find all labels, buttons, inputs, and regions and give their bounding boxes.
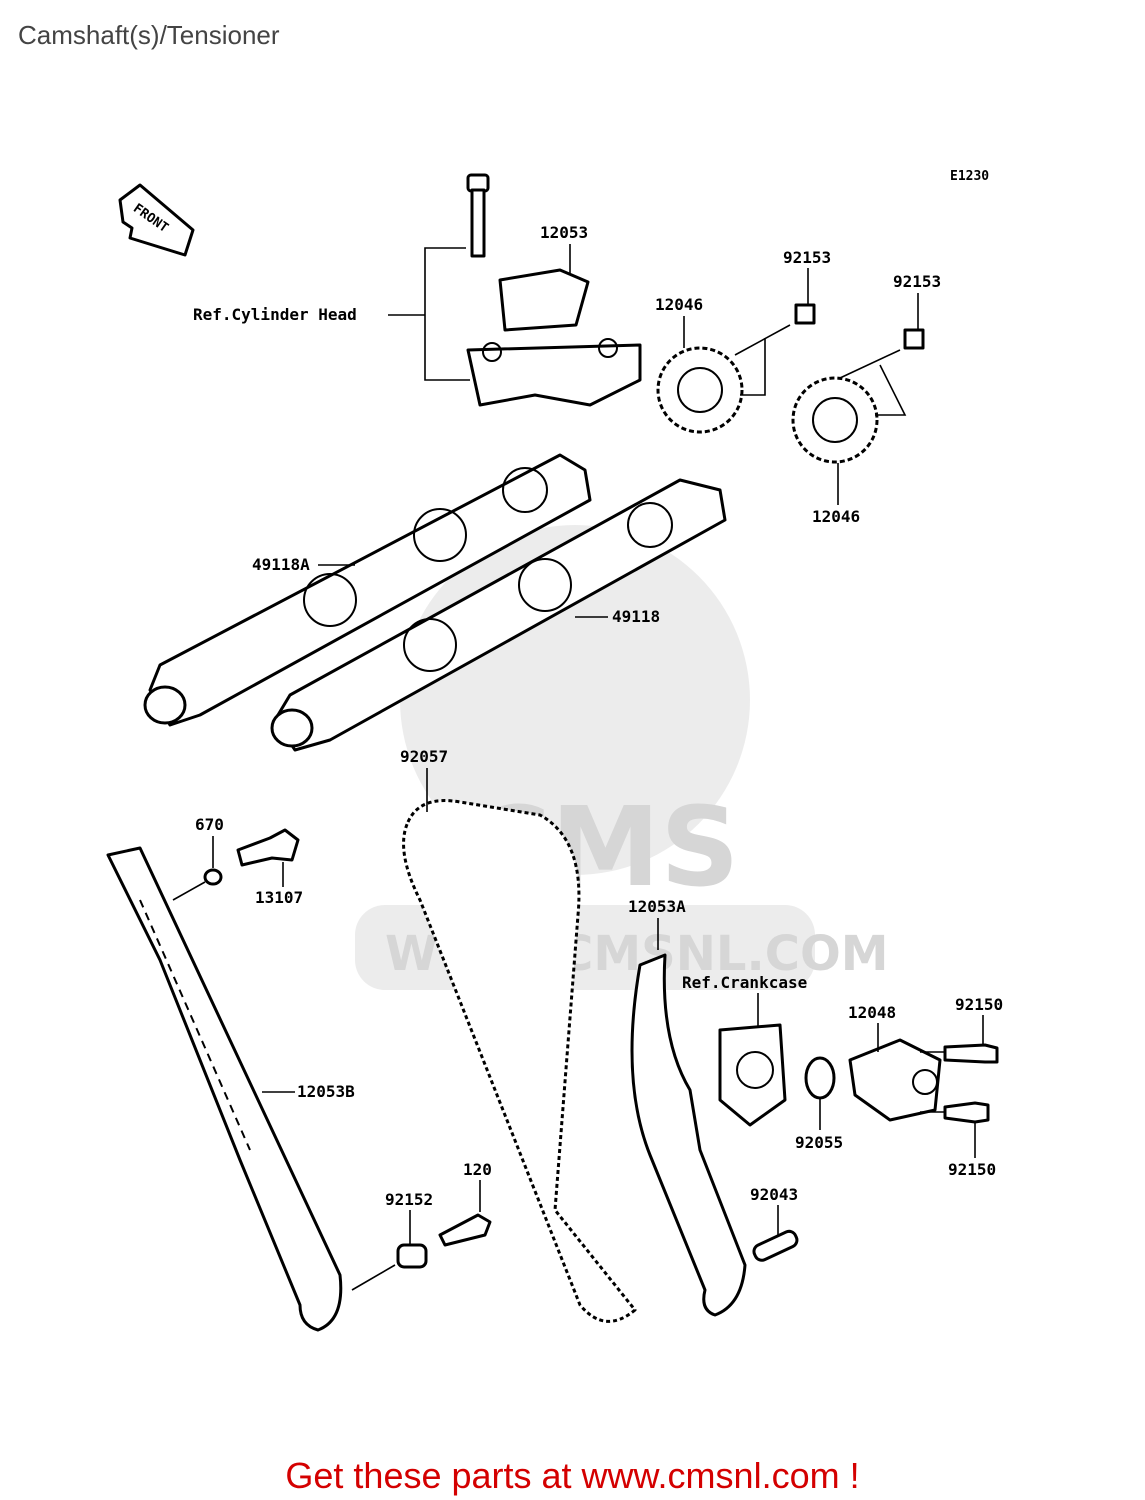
label-13107: 13107	[255, 888, 303, 907]
label-92043: 92043	[750, 1185, 798, 1204]
camshaft-49118	[270, 478, 727, 752]
footer-cta-link[interactable]: Get these parts at www.cmsnl.com !	[285, 1455, 860, 1496]
bolt-120	[438, 1213, 492, 1247]
timing-chain	[402, 799, 637, 1323]
bolt-13107	[236, 828, 300, 867]
camshaft-49118a	[143, 453, 592, 727]
oring-670	[203, 868, 223, 886]
label-92153-b: 92153	[893, 272, 941, 291]
bolt-92153a	[794, 303, 816, 325]
bolt-92150b	[943, 1101, 990, 1124]
label-92055: 92055	[795, 1133, 843, 1152]
bolt-92150a	[943, 1043, 999, 1064]
label-49118: 49118	[612, 607, 660, 626]
page-title: Camshaft(s)/Tensioner	[18, 20, 280, 50]
label-12046-a: 12046	[655, 295, 703, 314]
label-12053: 12053	[540, 223, 588, 242]
label-49118a: 49118A	[252, 555, 310, 574]
label-670: 670	[195, 815, 224, 834]
label-12053a: 12053A	[628, 897, 686, 916]
sprocket-upper	[656, 346, 744, 434]
oring-92055	[804, 1056, 836, 1100]
label-12053b: 12053B	[297, 1082, 355, 1101]
label-92150-b: 92150	[948, 1160, 996, 1179]
cam-holder-assembly	[466, 173, 642, 407]
bolt-92153b	[903, 328, 925, 350]
label-ref-crankcase: Ref.Crankcase	[682, 973, 807, 992]
label-120: 120	[463, 1160, 492, 1179]
tensioner-12048	[848, 1038, 942, 1122]
sprocket-lower	[791, 376, 879, 464]
label-ref-cylinder-head: Ref.Cylinder Head	[193, 305, 357, 324]
label-12048: 12048	[848, 1003, 896, 1022]
chain-guide-12053b	[106, 846, 343, 1332]
label-92153-a: 92153	[783, 248, 831, 267]
label-12046-b: 12046	[812, 507, 860, 526]
chain-guide-12053a	[630, 953, 747, 1317]
label-92152: 92152	[385, 1190, 433, 1209]
pin-92043	[752, 1229, 799, 1262]
diagram-code: E1230	[950, 169, 989, 184]
collar-92152	[396, 1243, 428, 1269]
crankcase-boss	[718, 1023, 787, 1127]
front-arrow-icon: FRONT	[118, 183, 195, 257]
label-92057: 92057	[400, 747, 448, 766]
label-92150-a: 92150	[955, 995, 1003, 1014]
